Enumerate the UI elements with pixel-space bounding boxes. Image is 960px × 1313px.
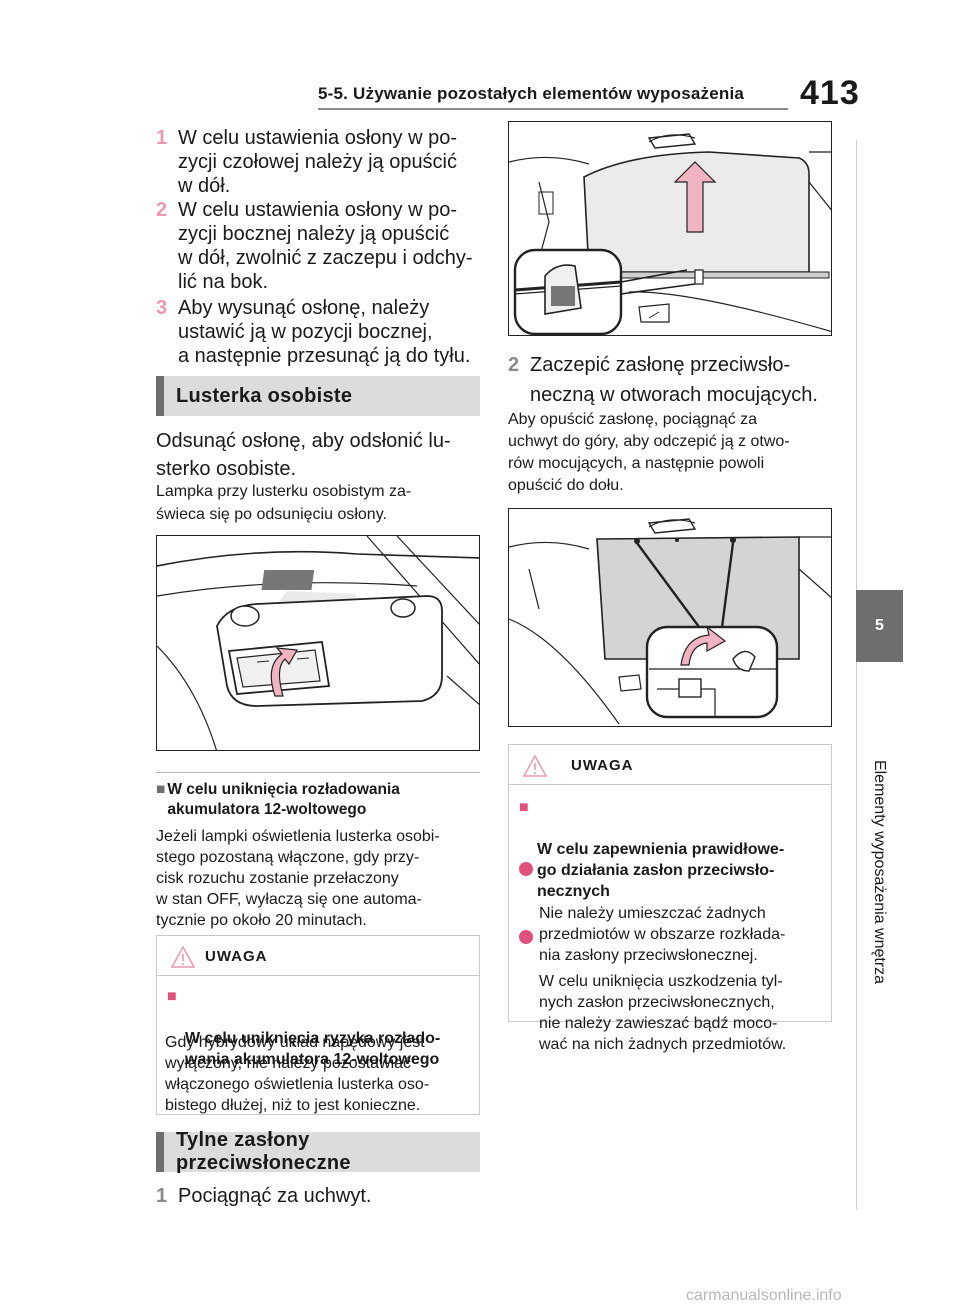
warning-text: Gdy hybrydowy układ napędowy jest wyłącz… — [165, 1034, 430, 1114]
square-bullet-icon: ■ — [519, 799, 529, 816]
warning-heading: ■ W celu uniknięcia ryzyka rozłado- wani… — [167, 986, 477, 1091]
square-bullet-icon: ■ — [167, 988, 177, 1005]
mirror-instruction: Odsunąć osłonę, aby odsłonić lu- sterko … — [156, 430, 451, 480]
step-text: W celu ustawienia osłony w po- zycji czo… — [178, 127, 458, 197]
step-text: Zaczepić zasłonę przeciwsło- neczną w ot… — [530, 354, 818, 406]
warning-label: UWAGA — [205, 948, 268, 965]
figure-vanity-mirror — [156, 535, 480, 751]
warning-heading: ■ W celu zapewnienia prawidłowe- go dzia… — [519, 797, 829, 923]
square-bullet-icon: ■ — [156, 781, 166, 798]
warning-title-row: UWAGA — [509, 745, 831, 785]
step-number: 3 — [156, 297, 168, 319]
note-heading-text: W celu uniknięcia rozładowania akumulato… — [167, 781, 400, 818]
step-number: 1 — [156, 127, 168, 149]
figure-pull-handle — [508, 121, 832, 336]
step-text: Aby wysunąć osłonę, należy ustawić ją w … — [178, 297, 471, 367]
step-2-visor: 2 W celu ustawienia osłony w po- zycji b… — [156, 198, 486, 294]
watermark: carmanualsonline.info — [686, 1287, 842, 1304]
bullet-dot-icon — [519, 930, 533, 944]
warning-label: UWAGA — [571, 757, 634, 774]
step-text: Pociągnąć za uchwyt. — [178, 1185, 372, 1207]
warning-triangle-icon — [523, 755, 547, 777]
step-2-lower-note: Aby opuścić zasłonę, pociągnąć za uchwyt… — [508, 411, 790, 494]
step-2-hook: 2 Zaczepić zasłonę przeciwsło- neczną w … — [508, 350, 838, 410]
warning-bullet: W celu uniknięcia uszkodzenia tyl- nych … — [519, 929, 831, 1076]
header-title: 5-5. Używanie pozostałych elementów wypo… — [318, 84, 745, 103]
section-heading-mirrors: Lusterka osobiste — [156, 376, 480, 416]
step-1-pull: 1 Pociągnąć za uchwyt. — [156, 1184, 486, 1208]
warning-triangle-icon — [171, 946, 195, 968]
bullet-text: W celu uniknięcia uszkodzenia tyl- nych … — [539, 973, 787, 1053]
pull-handle-illustration — [509, 133, 831, 335]
separator — [156, 772, 480, 773]
side-divider — [856, 140, 857, 1210]
bullet-dot-icon — [519, 862, 533, 876]
step-3-visor: 3 Aby wysunąć osłonę, należy ustawić ją … — [156, 296, 486, 368]
step-1-visor: 1 W celu ustawienia osłony w po- zycji c… — [156, 126, 486, 198]
mirror-light-note: Lampka przy lusterku osobistym za- świec… — [156, 483, 412, 523]
bullet-text: Nie należy umieszczać żadnych przedmiotó… — [539, 905, 786, 964]
warning-heading-text: W celu zapewnienia prawidłowe- go działa… — [537, 841, 785, 900]
warning-heading-text: W celu uniknięcia ryzyka rozłado- wania … — [185, 1030, 441, 1068]
vanity-mirror-illustration — [157, 536, 479, 750]
note-text-battery: Jeżeli lampki oświetlenia lusterka osobi… — [156, 828, 440, 929]
shade-hooks-illustration — [509, 518, 831, 725]
warning-box-battery: UWAGA ■ W celu uniknięcia ryzyka rozłado… — [156, 935, 480, 1115]
warning-title-row: UWAGA — [157, 936, 479, 976]
section-heading-rear-shades: Tylne zasłony przeciwsłoneczne — [156, 1129, 480, 1174]
step-text: W celu ustawienia osłony w po- zycji boc… — [178, 199, 473, 293]
step-number: 2 — [508, 354, 520, 376]
step-number: 2 — [156, 199, 168, 221]
warning-bullet: Nie należy umieszczać żadnych przedmiotó… — [519, 861, 831, 987]
page-number: 413 — [800, 74, 860, 112]
warning-box-shades: UWAGA ■ W celu zapewnienia prawidłowe- g… — [508, 744, 832, 1053]
step-number: 1 — [156, 1185, 168, 1207]
header-rule — [318, 108, 788, 110]
figure-shade-hooks — [508, 508, 832, 727]
chapter-label: Elementy wyposażenia wnętrza — [871, 759, 888, 985]
chapter-tab[interactable]: 5 — [856, 590, 903, 662]
note-heading-battery: ■W celu uniknięcia rozładowania akumulat… — [156, 780, 486, 820]
